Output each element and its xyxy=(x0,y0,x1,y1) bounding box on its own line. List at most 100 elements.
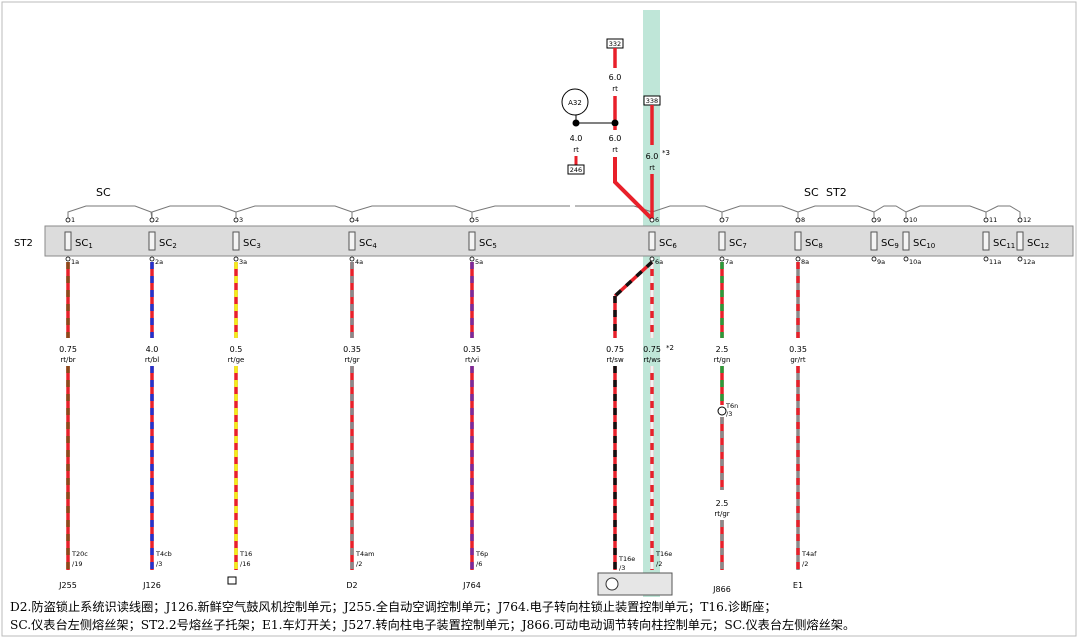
caption-line-2: SC.仪表台左侧熔丝架；ST2.2号熔丝子托架；E1.车灯开关；J527.转向柱… xyxy=(10,618,856,632)
fuse-body xyxy=(648,231,656,251)
terminal-246 xyxy=(567,164,585,175)
component-label: J126 xyxy=(142,581,161,590)
pin-top xyxy=(719,217,725,223)
diagnostic-socket-icon xyxy=(227,576,237,585)
pin-top-label: 3 xyxy=(239,216,243,224)
pin-bottom-label: 10a xyxy=(909,258,921,266)
pin-top xyxy=(649,217,655,223)
connector-label: T6n xyxy=(725,402,738,410)
pin-top xyxy=(349,217,355,223)
wire-color: rt/ws xyxy=(643,356,661,364)
pin-bottom-label: 9a xyxy=(877,258,885,266)
terminal-label: T16e xyxy=(655,550,672,558)
pin-bottom-label: 6a xyxy=(655,258,663,266)
pin-bottom-label: 12a xyxy=(1023,258,1035,266)
pin-top xyxy=(1017,217,1023,223)
fuse-body xyxy=(348,231,356,251)
pin-top-label: 6 xyxy=(655,216,659,224)
a32-label: A32 xyxy=(568,99,582,107)
terminal-pin: /2 xyxy=(356,560,362,568)
fuse-body xyxy=(64,231,72,251)
terminal-label: T20c xyxy=(71,550,88,558)
pin-bottom-label: 4a xyxy=(355,258,363,266)
pin-top xyxy=(233,217,239,223)
w338-note: *3 xyxy=(662,149,670,157)
component-label: J255 xyxy=(58,581,77,590)
feed-color: rt xyxy=(612,85,618,93)
fuse-body xyxy=(718,231,726,251)
wire-size: 0.5 xyxy=(230,345,243,354)
terminal-pin: /2 xyxy=(802,560,808,568)
wire-size: 0.75 xyxy=(59,345,77,354)
wire-color: rt/vi xyxy=(465,356,479,364)
connector-t6n xyxy=(717,406,727,416)
fuse-body xyxy=(232,231,240,251)
wire-size: 4.0 xyxy=(146,345,159,354)
pin-top-label: 1 xyxy=(71,216,75,224)
fuse-body xyxy=(794,231,802,251)
pin-bottom xyxy=(469,256,475,262)
wire-size: 0.35 xyxy=(463,345,481,354)
pin-bottom-label: 11a xyxy=(989,258,1001,266)
wire-color: rt/bl xyxy=(145,356,159,364)
pin-bottom-label: 7a xyxy=(725,258,733,266)
terminal-label: T16 xyxy=(239,550,252,558)
pin-bottom xyxy=(903,256,909,262)
sc-top-right-label: SC xyxy=(804,186,819,199)
pin-bottom-label: 3a xyxy=(239,258,247,266)
pin-top-label: 7 xyxy=(725,216,729,224)
fuse-body xyxy=(148,231,156,251)
wire2-size: 2.5 xyxy=(716,499,729,508)
sc-top-left-label: SC xyxy=(96,186,111,199)
pin-bottom xyxy=(149,256,155,262)
wire-color: rt/gr xyxy=(344,356,359,364)
pin-top-label: 8 xyxy=(801,216,805,224)
sc-top-bridge xyxy=(67,205,1021,220)
power-feed: 332 6.0 rt 6.0 rt A32 4.0 rt 246 338 6.0… xyxy=(561,38,670,221)
terminal-pin: /19 xyxy=(72,560,82,568)
pin-bottom xyxy=(233,256,239,262)
branch-diag xyxy=(613,260,654,298)
terminal-338-label: 338 xyxy=(646,97,658,105)
pin-top-label: 12 xyxy=(1023,216,1031,224)
branch-pin: /3 xyxy=(619,564,625,572)
terminal-pin: /3 xyxy=(156,560,162,568)
pin-top-label: 4 xyxy=(355,216,359,224)
pin-top xyxy=(469,217,475,223)
terminal-246-label: 246 xyxy=(570,166,582,174)
pin-top-label: 9 xyxy=(877,216,881,224)
pin-bottom-label: 5a xyxy=(475,258,483,266)
pin-top xyxy=(871,217,877,223)
rail-label: ST2 xyxy=(14,238,33,249)
wire-color: rt/gn xyxy=(714,356,731,364)
wire-color: gr/rt xyxy=(790,356,806,364)
fuse-body xyxy=(468,231,476,251)
fuse-rail xyxy=(44,225,1074,257)
pin-bottom xyxy=(1017,256,1023,262)
j527-block xyxy=(597,572,673,596)
wire-size: 0.35 xyxy=(789,345,807,354)
wire-layer: 0.75rt/brT20c/19J2554.0rt/blT4cb/3J1260.… xyxy=(58,260,817,596)
pin-bottom xyxy=(719,256,725,262)
terminal-label: T6p xyxy=(475,550,488,558)
feed-size: 6.0 xyxy=(609,73,622,82)
fuse-body xyxy=(902,231,910,251)
wire2-color: rt/gr xyxy=(714,510,729,518)
wire-size: 2.5 xyxy=(716,345,729,354)
pin-bottom-label: 1a xyxy=(71,258,79,266)
wire-color: rt/ge xyxy=(228,356,245,364)
pin-bottom-label: 2a xyxy=(155,258,163,266)
w338-size: 6.0 xyxy=(646,152,659,161)
branch-terminal: T16e xyxy=(618,555,635,563)
terminal-332-label: 332 xyxy=(609,40,621,48)
pin-top xyxy=(149,217,155,223)
pin-top xyxy=(795,217,801,223)
